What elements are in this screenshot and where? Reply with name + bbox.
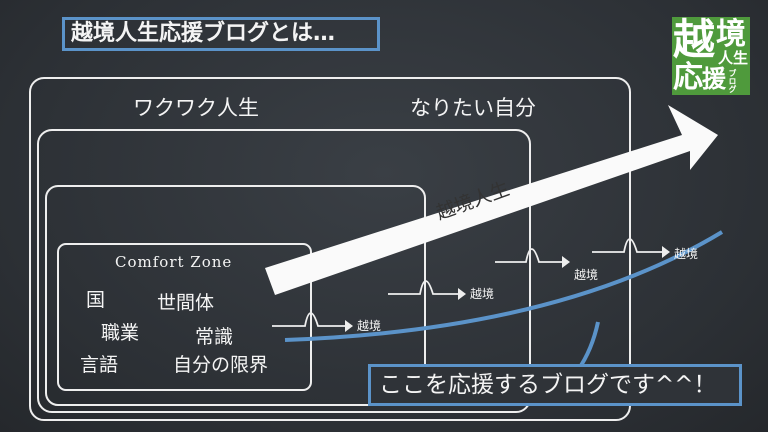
comfort-zone-box	[57, 243, 312, 391]
arrow-head-icon	[458, 288, 466, 300]
zone-label-waku: ワクワク人生	[133, 96, 259, 120]
hurdle-label: 越境	[574, 268, 599, 282]
hurdle-4	[592, 238, 662, 253]
arrow-head-icon	[562, 256, 570, 268]
comfort-item: 職業	[101, 322, 140, 344]
hurdle-label: 越境	[674, 247, 699, 261]
logo-text: 越	[673, 15, 716, 64]
hurdle-label: 越境	[357, 319, 382, 333]
comfort-item: 言語	[80, 354, 119, 376]
third-zone-box	[45, 185, 426, 406]
logo-text: 境	[716, 17, 746, 52]
hurdle-2	[388, 280, 458, 295]
logo-text: ブログ	[728, 69, 737, 93]
zone-label-naritai: なりたい自分	[410, 96, 536, 120]
blog-logo: 越 境 人生 応 援 ブログ	[672, 17, 750, 95]
page-title: 越境人生応援ブログとは…	[62, 17, 380, 51]
logo-text: 援	[702, 65, 726, 93]
growth-arrow	[265, 105, 718, 295]
hurdle-1	[272, 312, 345, 327]
support-curve	[284, 230, 724, 342]
logo-text: 人生	[718, 49, 749, 67]
comfort-item: 世間体	[157, 292, 215, 314]
second-zone-box	[37, 129, 531, 413]
comfort-item: 国	[86, 289, 106, 311]
hurdle-3	[495, 248, 562, 263]
outer-zone-box	[29, 77, 631, 421]
callout-box: ここを応援するブログです^^！	[368, 364, 742, 406]
callout-pointer	[576, 321, 600, 372]
comfort-item: 常識	[195, 326, 234, 348]
arrow-head-icon	[662, 246, 670, 258]
logo-text: 応	[673, 60, 703, 95]
arrow-head-icon	[345, 320, 353, 332]
comfort-item: 自分の限界	[173, 354, 269, 376]
hurdle-label: 越境	[470, 287, 495, 301]
hurdles	[272, 238, 662, 327]
comfort-zone-label: Comfort Zone	[115, 253, 233, 271]
